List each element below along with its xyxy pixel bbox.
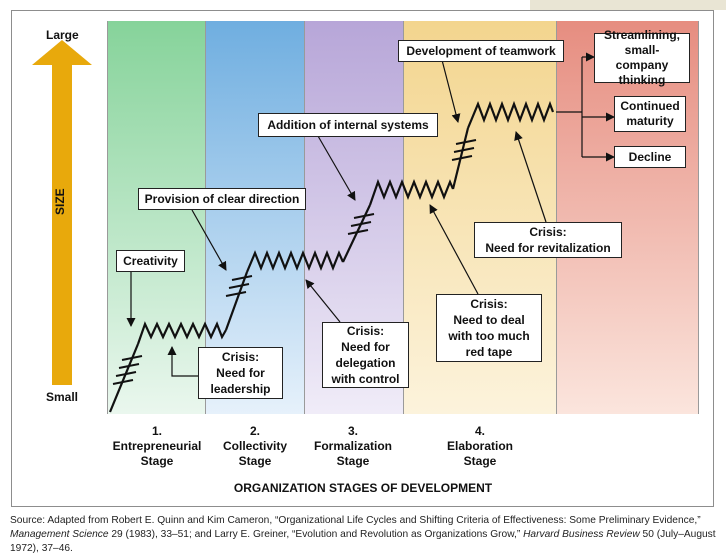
revolution-spikes <box>112 139 477 385</box>
outcome-maturity-line2: maturity <box>626 114 674 128</box>
crisis-delegation-line4: with control <box>331 372 400 386</box>
outcome-streamlining-box: Streamlining, small-company thinking <box>594 28 690 87</box>
outcome-streamlining-line1: Streamlining, <box>603 28 680 42</box>
crisis-red-tape-box: Crisis: Need to deal with too much red t… <box>436 294 542 362</box>
crisis-revitalization-line2: Need for revitalization <box>485 241 611 255</box>
teamwork-label: Development of teamwork <box>398 40 564 62</box>
size-small-label: Small <box>46 390 79 404</box>
crisis-leadership-box: Crisis: Need for leadership <box>198 347 283 399</box>
stage-3-name: Formalization <box>313 439 392 453</box>
source-journal-1: Management Science <box>10 529 109 540</box>
stage-3-number: 3. <box>347 424 358 438</box>
stage-4-name: Elaboration <box>446 439 513 453</box>
size-large-label: Large <box>46 28 79 42</box>
crisis-delegation-line2: Need for <box>341 340 390 354</box>
crisis-leadership-line2: Need for <box>216 366 265 380</box>
size-arrow <box>32 40 92 385</box>
internal-systems-label: Addition of internal systems <box>258 113 438 137</box>
stage-2-suffix: Stage <box>238 454 272 468</box>
outcome-maturity-line1: Continued <box>620 99 680 113</box>
stage-label-1: 1. Entrepreneurial Stage <box>107 424 207 469</box>
x-axis-title: ORGANIZATION STAGES OF DEVELOPMENT <box>233 481 493 495</box>
outcome-decline-box: Decline <box>614 146 686 168</box>
crisis-revitalization-line1: Crisis: <box>529 225 567 239</box>
crisis-delegation-line3: delegation <box>335 356 396 370</box>
source-mid: 29 (1983), 33–51; and Larry E. Greiner, … <box>108 529 524 540</box>
stage-3-suffix: Stage <box>336 454 370 468</box>
crisis-red-tape-line4: red tape <box>465 345 513 359</box>
crisis-delegation-line1: Crisis: <box>346 324 385 338</box>
creativity-label: Creativity <box>116 250 185 272</box>
zigzag-stage3 <box>368 178 455 206</box>
stage-1-suffix: Stage <box>140 454 174 468</box>
stage-1-name: Entrepreneurial <box>112 439 202 453</box>
stage-2-number: 2. <box>249 424 260 438</box>
stage-4-suffix: Stage <box>463 454 497 468</box>
stage-band-entrepreneurial <box>107 21 205 414</box>
clear-direction-label: Provision of clear direction <box>138 188 306 210</box>
outcome-branches <box>556 52 615 162</box>
stage-label-3: 3. Formalization Stage <box>303 424 403 469</box>
stage-4-number: 4. <box>474 424 485 438</box>
zigzag-stage1 <box>136 321 227 345</box>
top-decorative-rule <box>530 0 726 10</box>
crisis-red-tape-line1: Crisis: <box>470 297 508 311</box>
diagram-frame <box>11 10 714 507</box>
source-prefix: Source: Adapted from Robert E. Quinn and… <box>10 515 701 526</box>
stage-label-4: 4. Elaboration Stage <box>430 424 530 469</box>
crisis-red-tape-line3: with too much <box>448 329 530 343</box>
size-axis-title: SIZE <box>53 188 67 215</box>
zigzag-stage2 <box>245 250 345 273</box>
zigzag-stage4 <box>466 100 555 129</box>
callout-connectors <box>126 59 547 377</box>
crisis-leadership-line1: Crisis: <box>221 350 260 364</box>
crisis-delegation-box: Crisis: Need for delegation with control <box>322 322 409 388</box>
stage-band-outcomes <box>556 21 699 414</box>
outcome-streamlining-line3: thinking <box>618 73 666 87</box>
crisis-red-tape-line2: Need to deal <box>453 313 525 327</box>
stage-1-number: 1. <box>151 424 162 438</box>
crisis-leadership-line3: leadership <box>210 382 271 396</box>
source-journal-2: Harvard Business Review <box>523 529 640 540</box>
source-citation: Source: Adapted from Robert E. Quinn and… <box>10 514 716 556</box>
stage-2-name: Collectivity <box>222 439 288 453</box>
outcome-maturity-box: Continued maturity <box>614 96 686 132</box>
outcome-streamlining-line2: small-company <box>615 43 669 72</box>
stage-label-2: 2. Collectivity Stage <box>205 424 305 469</box>
source-suffix: 50 (July–August 1972), 37–46. <box>10 529 716 554</box>
crisis-revitalization-box: Crisis: Need for revitalization <box>474 222 622 258</box>
